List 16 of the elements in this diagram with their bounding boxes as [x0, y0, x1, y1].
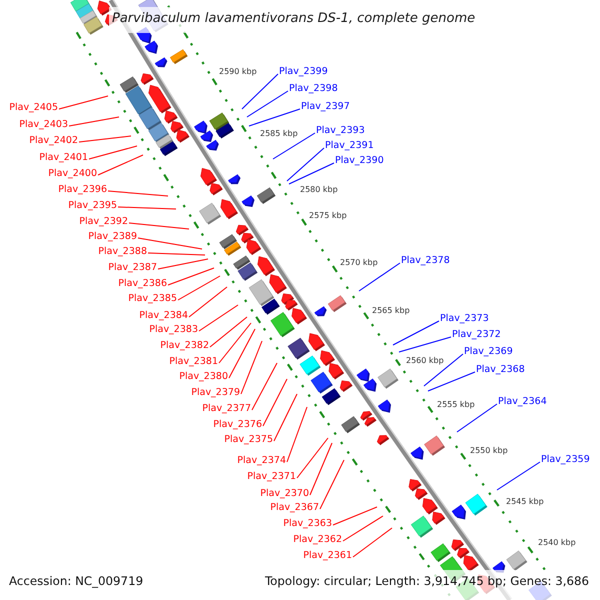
gene-label: Plav_2403: [19, 120, 68, 130]
scale-label: 2570 kbp: [339, 259, 379, 267]
scale-label: 2575 kbp: [308, 212, 348, 220]
scale-label: 2590 kbp: [218, 68, 258, 76]
gene-label: Plav_2401: [39, 153, 88, 163]
scale-label: 2565 kbp: [371, 307, 411, 315]
gene-label: Plav_2405: [9, 103, 58, 113]
scale-label: 2545 kbp: [505, 498, 545, 506]
scale-label: 2580 kbp: [299, 186, 339, 194]
scale-label: 2540 kbp: [537, 539, 577, 547]
scale-label: 2560 kbp: [405, 357, 445, 365]
gene-label: Plav_2402: [29, 136, 78, 146]
gene-label: Plav_2359: [541, 455, 590, 465]
scale-label: 2585 kbp: [259, 130, 299, 138]
scale-label: 2555 kbp: [436, 401, 476, 409]
scale-label: 2550 kbp: [469, 447, 509, 455]
